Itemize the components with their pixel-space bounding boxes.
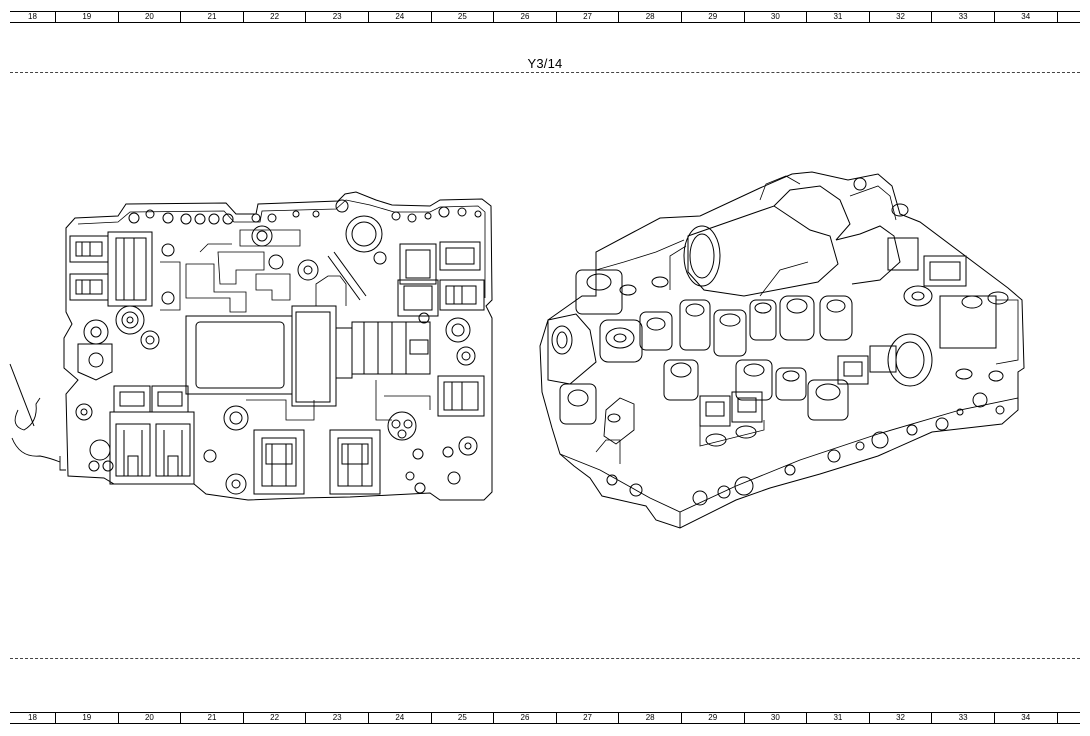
ruler-cell: 19	[55, 713, 118, 723]
bottom-connectors	[254, 430, 380, 494]
ruler-cell: 30	[743, 12, 807, 22]
spool-block-center	[664, 296, 852, 420]
ruler-cell: 28	[618, 12, 681, 22]
front-connectors	[700, 346, 896, 446]
wire-stub	[10, 364, 66, 470]
ruler-cell: 27	[555, 713, 619, 723]
ruler-cell: 28	[618, 713, 681, 723]
valve-body-isometric-view	[540, 172, 1024, 528]
ruler-cell: 22	[242, 12, 306, 22]
ruler-cell: 19	[55, 12, 118, 22]
ruler-cell: 23	[305, 12, 368, 22]
ruler-cell: 29	[680, 713, 744, 723]
ruler-cell: 25	[430, 12, 494, 22]
ruler-cell: 30	[743, 713, 807, 723]
ruler-cell: 24	[367, 12, 431, 22]
spool-block-left	[548, 240, 684, 424]
ruler-cell: 24	[367, 713, 431, 723]
ruler-cell: 27	[555, 12, 619, 22]
ruler-cell: 32	[868, 12, 932, 22]
ruler-cell: 21	[180, 713, 243, 723]
top-hole-strip	[129, 200, 481, 224]
ruler-cell: 22	[242, 713, 306, 723]
ruler-cell: 33	[931, 713, 994, 723]
ruler-cell: 33	[931, 12, 994, 22]
base-plate-outline	[540, 172, 1024, 528]
ruler-cell: 20	[117, 12, 181, 22]
plate-outline	[64, 192, 492, 500]
ruler-cell: 29	[680, 12, 744, 22]
ruler-cell-empty	[1056, 713, 1081, 723]
valve-body-top-view	[10, 192, 492, 500]
section-divider-top	[10, 72, 1080, 73]
ruler-cell: 23	[305, 713, 368, 723]
column-ruler-bottom: 18 19 20 21 22 23 24 25 26 27 28 29 30 3…	[10, 712, 1080, 724]
ruler-cell-empty	[1056, 12, 1081, 22]
ruler-cell: 31	[806, 713, 869, 723]
ruler-cell: 32	[868, 713, 932, 723]
bottom-left-solenoids	[110, 386, 194, 484]
column-ruler-top: 18 19 20 21 22 23 24 25 26 27 28 29 30 3…	[10, 11, 1080, 23]
ruler-cell: 34	[993, 713, 1057, 723]
ruler-cell: 34	[993, 12, 1057, 22]
ruler-cell: 31	[806, 12, 869, 22]
component-reference-label: Y3/14	[527, 56, 563, 71]
ruler-cell: 20	[117, 713, 181, 723]
central-pressure-solenoid	[186, 252, 430, 406]
section-divider-bottom	[10, 658, 1080, 659]
right-connectors	[398, 242, 484, 416]
ruler-cell: 21	[180, 12, 243, 22]
motor-cylinder	[684, 176, 900, 296]
ruler-cell: 26	[493, 12, 556, 22]
spool-block-right	[888, 204, 1018, 386]
left-connectors	[70, 232, 152, 306]
ruler-cell: 26	[493, 713, 556, 723]
ruler-cell: 18	[28, 713, 37, 722]
ruler-cell: 25	[430, 713, 494, 723]
ruler-cell: 18	[28, 12, 37, 21]
